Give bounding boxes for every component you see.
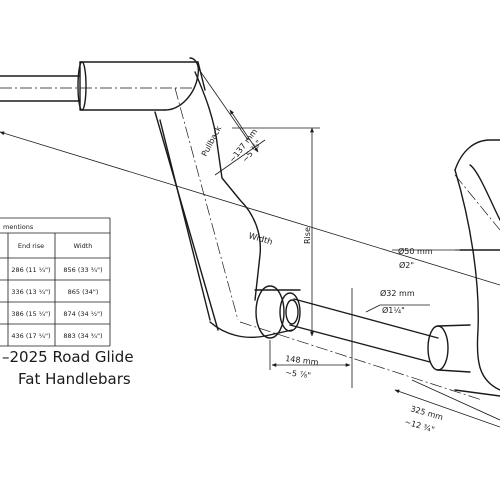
table-row-4-width: 883 (34 ³⁄₄") (63, 332, 102, 340)
table-header: mentions (3, 223, 34, 231)
table-row-4-end-rise: 436 (17 ¹⁄₄") (11, 332, 50, 340)
table-col-end-rise: End rise (18, 242, 44, 250)
table-col-width: Width (74, 242, 93, 250)
drawing-title: –2025 Road Glide Fat Handlebars (2, 348, 134, 388)
table-row-1-width: 856 (33 ³⁄₄") (63, 266, 102, 274)
right-riser (454, 139, 500, 397)
left-bottom-bend (209, 285, 301, 339)
center-inch-label: ~5 ⁷⁄₈" (285, 368, 312, 380)
grip-inch-label: ~12 ³⁄₄" (403, 417, 435, 434)
inner-diameter-mm-label: Ø32 mm (380, 288, 415, 298)
table-row-1-end-rise: 286 (11 ¹⁄₄") (11, 266, 50, 274)
title-line-2: Fat Handlebars (18, 370, 131, 388)
title-line-1: –2025 Road Glide (2, 348, 134, 366)
dimension-lines (0, 67, 500, 428)
table-row-3-end-rise: 386 (15 ¹⁄₄") (11, 310, 50, 318)
centerlines (0, 87, 500, 401)
center-mm-label: 148 mm (285, 354, 319, 367)
dimension-labels: Pullback ~137 mm ~5 ³⁄₈" Rise Width Ø50 … (200, 124, 444, 434)
pullback-label: Pullback (200, 124, 224, 158)
outer-diameter-inch-label: Ø2" (399, 260, 414, 270)
left-tube-stub (0, 75, 81, 102)
table-row-2-width: 865 (34") (68, 288, 99, 296)
inner-diameter-inch-label: Ø1¹⁄₄" (382, 305, 405, 315)
table-row-3-width: 874 (34 ¹⁄₂") (63, 310, 102, 318)
right-collar (427, 324, 471, 373)
dimensions-table: mentions End rise Width 286 (11 ¹⁄₄") 85… (0, 217, 111, 347)
outer-diameter-mm-label: Ø50 mm (398, 246, 433, 256)
rise-label: Rise (303, 227, 312, 244)
left-riser (154, 71, 262, 331)
left-clamp-section (77, 57, 206, 111)
table-row-2-end-rise: 336 (13 ¹⁄₄") (11, 288, 50, 296)
